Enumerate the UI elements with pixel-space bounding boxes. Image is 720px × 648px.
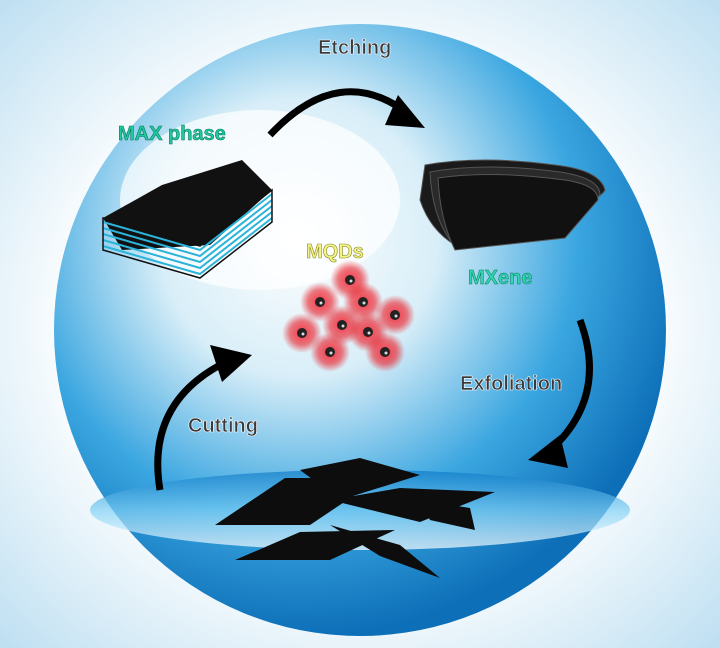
max-phase-stack xyxy=(102,160,273,279)
etching-arrowhead-icon xyxy=(385,95,425,128)
quantum-dot xyxy=(365,332,405,372)
cutting-arrow xyxy=(154,356,232,491)
sphere-floor xyxy=(90,470,630,550)
cutting-arrowhead-icon xyxy=(210,345,252,382)
label-cutting: Cutting xyxy=(188,415,258,437)
exfoliation-arrowhead-icon xyxy=(528,435,568,468)
label-etching: Etching xyxy=(318,37,391,59)
quantum-dot xyxy=(282,313,322,353)
mxene-flakes xyxy=(215,458,495,578)
quantum-dot xyxy=(310,332,350,372)
mxene-layers xyxy=(419,159,606,251)
label-mxene: MXene xyxy=(468,267,532,289)
label-mqds: MQDs xyxy=(306,241,364,263)
mqd-dots xyxy=(282,260,415,372)
label-exfoliation: Exfoliation xyxy=(460,373,562,395)
etching-arrow xyxy=(267,88,413,138)
label-max-phase: MAX phase xyxy=(118,123,226,145)
